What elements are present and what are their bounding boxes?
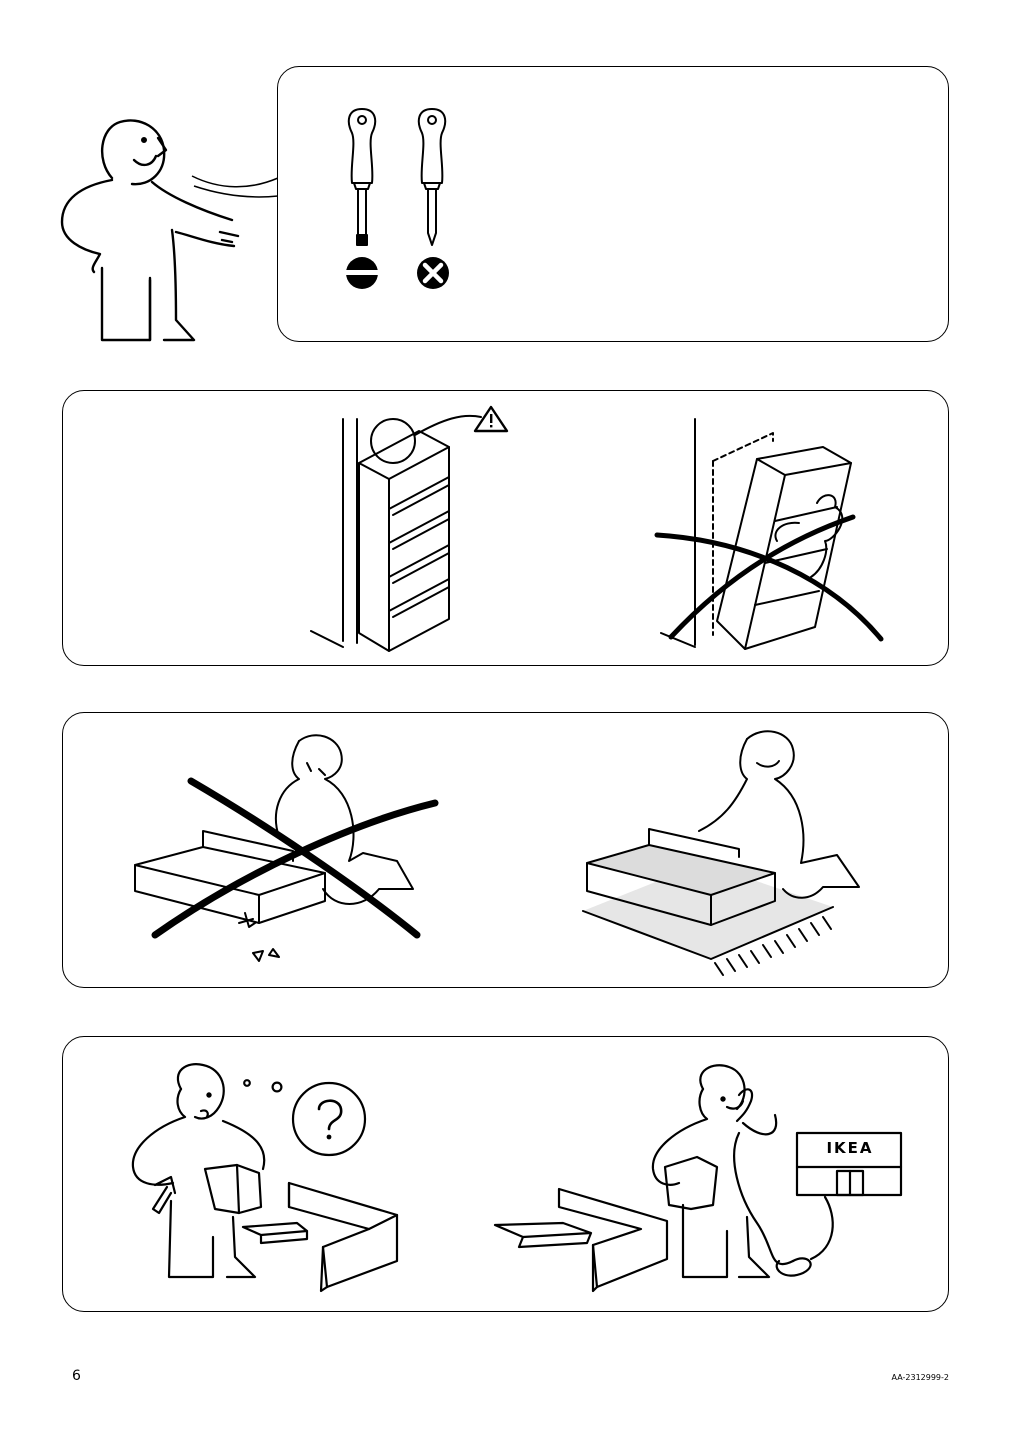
phillips-screwdriver-icon xyxy=(417,108,447,246)
soft-surface-panel xyxy=(62,712,949,988)
assembler-figure-pointing xyxy=(60,119,279,342)
bookcase-tipping xyxy=(716,446,852,650)
question-mark-icon xyxy=(291,1081,367,1157)
document-code: AA-2312999-2 xyxy=(891,1373,949,1382)
thought-bubbles xyxy=(243,1079,283,1093)
tools-panel xyxy=(277,66,949,342)
call-help-panel xyxy=(62,1036,949,1312)
call-help-illustration xyxy=(131,1063,903,1293)
page-number: 6 xyxy=(72,1368,81,1384)
ikea-sign-label: IKEA xyxy=(826,1139,874,1157)
wall-anchor-panel xyxy=(62,390,949,666)
wall-anchor-illustration xyxy=(310,405,884,652)
flat-head-symbol-icon xyxy=(346,257,378,289)
flat-screwdriver-icon xyxy=(347,108,377,246)
soft-surface-illustration xyxy=(134,730,860,976)
warning-triangle-icon xyxy=(473,405,509,433)
bookcase-correct xyxy=(358,430,450,652)
ikea-store-sign xyxy=(795,1131,903,1197)
screwdriver-illustration xyxy=(346,108,449,289)
cross-head-symbol-icon xyxy=(417,257,449,289)
